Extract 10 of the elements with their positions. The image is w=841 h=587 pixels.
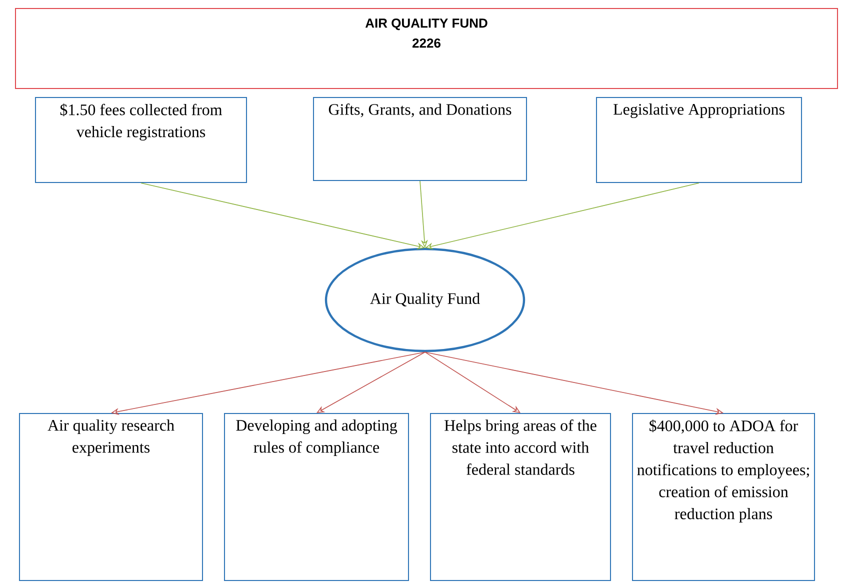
arrow <box>424 352 520 413</box>
text-box: $1.50 fees collected from vehicle registrations <box>35 97 247 183</box>
text-box: Legislative Appropriations <box>596 97 802 183</box>
text-box: Air quality research experiments <box>19 413 203 581</box>
text-box: Developing and adopting rules of compliance <box>224 413 409 581</box>
text-box: Gifts, Grants, and Donations <box>313 97 527 181</box>
text-box: Helps bring areas of the state into accord with federal standards <box>430 413 611 581</box>
title-box: AIR QUALITY FUND 2226 <box>15 8 838 89</box>
arrow <box>316 352 426 413</box>
text-box: $400,000 to ADOA for travel reduction notifications to employees; creation of emission reduction plans <box>632 413 815 581</box>
